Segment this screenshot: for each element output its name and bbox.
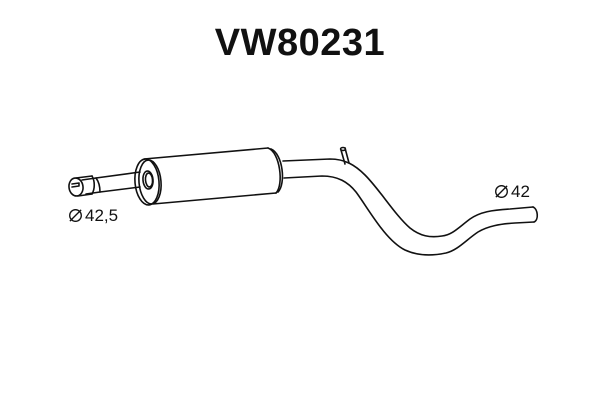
inlet-diameter-value: 42,5: [85, 206, 119, 225]
diameter-icon: [69, 209, 82, 222]
inlet-pipe: [68, 171, 141, 197]
silencer-body: [134, 147, 284, 206]
diameter-icon: [495, 185, 508, 198]
outlet-diameter-label: 42: [494, 182, 530, 202]
inlet-diameter-label: 42,5: [68, 206, 118, 226]
outlet-diameter-value: 42: [511, 182, 530, 201]
outlet-pipe: [282, 146, 539, 256]
part-number-title: VW80231: [214, 22, 386, 64]
